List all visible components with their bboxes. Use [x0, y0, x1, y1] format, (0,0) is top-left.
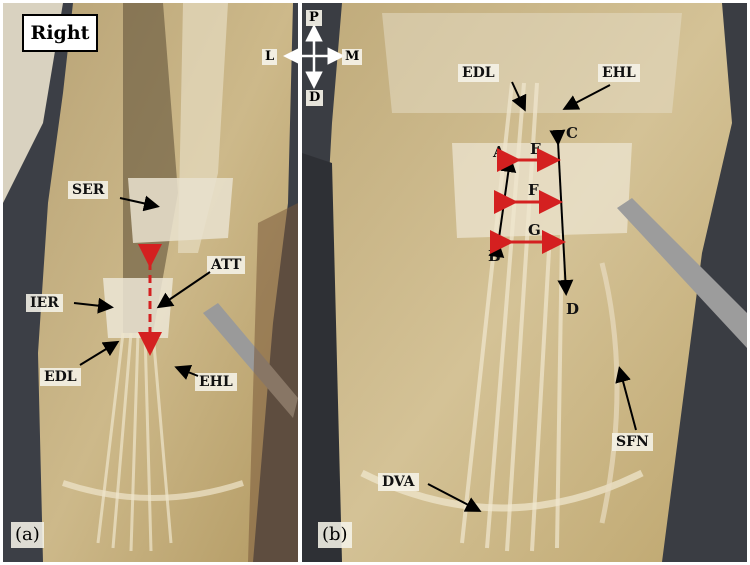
compass-m: M	[342, 49, 363, 65]
label-sfn: SFN	[612, 433, 653, 451]
compass-l: L	[262, 49, 278, 65]
point-f: F	[528, 181, 539, 199]
compass-p: P	[306, 10, 322, 26]
label-att: ATT	[207, 256, 246, 274]
label-ier: IER	[26, 294, 63, 312]
dissection-photo-b	[302, 3, 747, 562]
label-ehl-a: EHL	[195, 373, 237, 391]
point-g: G	[528, 221, 541, 239]
orientation-compass: P L M D	[254, 4, 366, 112]
side-title: Right	[22, 14, 98, 52]
point-d: D	[566, 300, 580, 318]
compass-d: D	[306, 90, 324, 106]
point-e: E	[530, 140, 542, 158]
panel-b-tag: (b)	[318, 522, 352, 548]
label-ser: SER	[68, 181, 109, 199]
point-b: B	[488, 247, 501, 265]
label-edl-a: EDL	[40, 368, 81, 386]
label-edl-b: EDL	[458, 64, 499, 82]
point-a: A	[493, 143, 505, 161]
panel-a-tag: (a)	[11, 522, 44, 548]
compass-arrows	[283, 24, 345, 89]
point-c: C	[566, 124, 578, 142]
label-dva: DVA	[378, 473, 419, 491]
label-ehl-b: EHL	[598, 64, 640, 82]
panel-b-photo	[302, 3, 747, 562]
